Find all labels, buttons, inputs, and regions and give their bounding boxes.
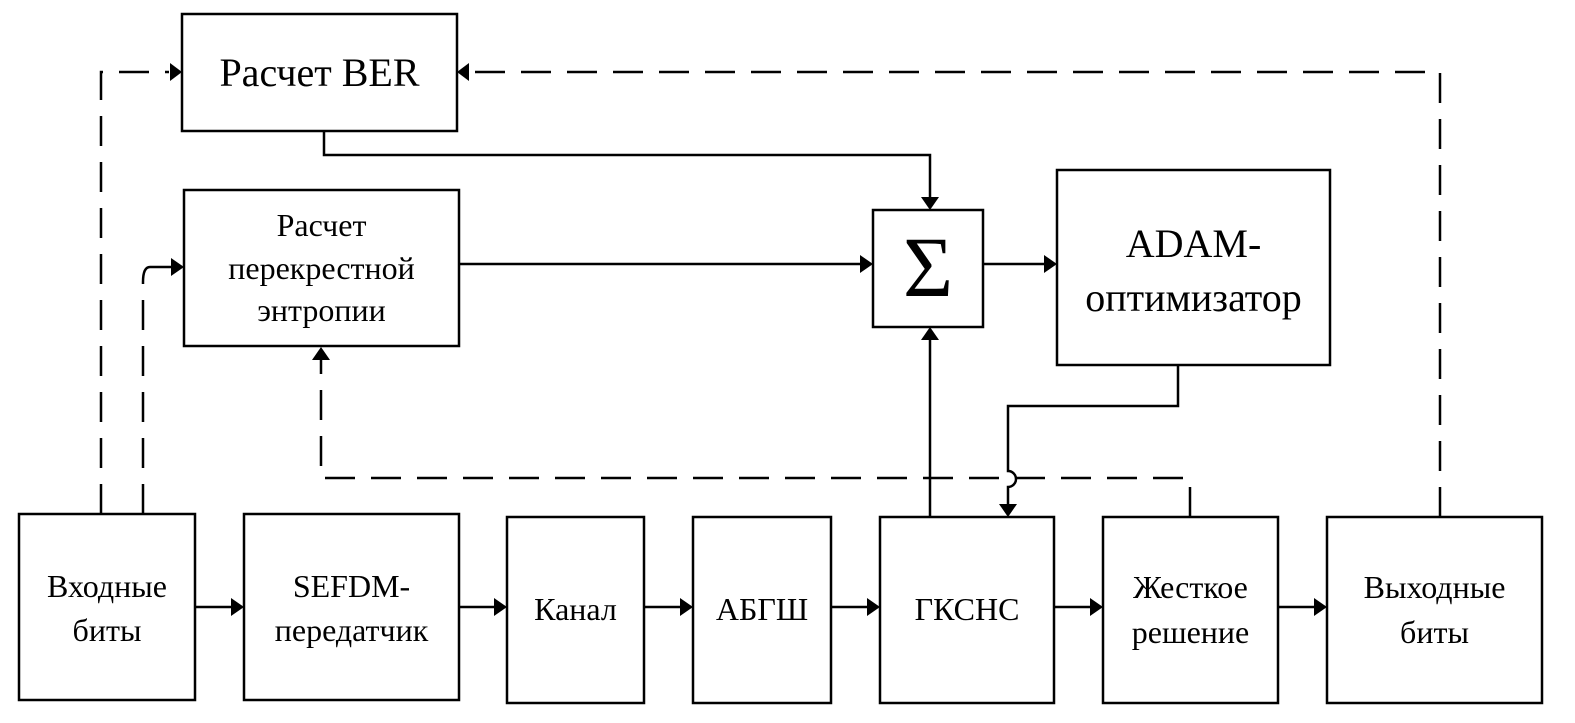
ber-block-label: Расчет BER xyxy=(219,50,419,95)
gksns-to-sum-arrowhead xyxy=(921,327,939,340)
adam-block-label-line-1: ADAM- xyxy=(1126,221,1262,266)
awgn-to-gksns-arrowhead xyxy=(867,598,880,616)
ber-block: Расчет BER xyxy=(180,12,459,133)
hard-decision-block: Жесткое решение xyxy=(1101,515,1280,705)
adam-optimizer-block: ADAM- оптимизатор xyxy=(1055,168,1332,367)
hard-to-ce-arrowhead xyxy=(312,347,330,360)
output-bits-block: Выходные биты xyxy=(1325,515,1544,705)
sum-to-adam-arrowhead xyxy=(1044,255,1057,273)
ce-to-sum-arrowhead xyxy=(860,255,873,273)
input-to-ce-dashed-corner xyxy=(141,265,151,283)
dashed-connections xyxy=(99,63,1442,517)
adam-to-gksns-line xyxy=(1006,365,1180,504)
input-to-ber-dashed-line xyxy=(99,70,169,514)
ber-to-sum-arrowhead xyxy=(921,197,939,210)
input-block-label-line-1: Входные xyxy=(47,568,167,604)
channel-block-label: Канал xyxy=(534,591,617,627)
input-block-label-line-2: биты xyxy=(73,612,142,648)
hard-to-output-arrowhead xyxy=(1314,598,1327,616)
summator-sigma-label: Σ xyxy=(903,219,953,315)
input-to-ce-arrowhead xyxy=(171,258,184,276)
adam-to-gksns-arrowhead xyxy=(999,504,1017,517)
gksns-block-label: ГКСНС xyxy=(915,591,1020,627)
sefdm-block-label-line-2: передатчик xyxy=(275,612,429,648)
input-to-ber-arrowhead xyxy=(170,63,182,81)
channel-block: Канал xyxy=(505,515,646,705)
summator-block: Σ xyxy=(871,208,985,329)
hard-to-ce-dashed-line xyxy=(319,360,1192,517)
hard-block-label-line-1: Жесткое xyxy=(1133,569,1248,605)
output-block-label-line-2: биты xyxy=(1400,614,1469,650)
ce-block-label-line-3: энтропии xyxy=(257,292,386,328)
output-to-ber-dashed-line xyxy=(470,70,1442,517)
output-block-label-line-1: Выходные xyxy=(1364,569,1506,605)
gksns-to-hard-arrowhead xyxy=(1090,598,1103,616)
cross-entropy-block: Расчет перекрестной энтропии xyxy=(182,188,461,348)
hard-block-label-line-2: решение xyxy=(1132,614,1250,650)
sefdm-transmitter-block: SEFDM- передатчик xyxy=(242,512,461,702)
awgn-block: АБГШ xyxy=(691,515,833,705)
channel-to-awgn-arrowhead xyxy=(680,598,693,616)
input-bits-block: Входные биты xyxy=(17,512,197,702)
ce-block-label-line-1: Расчет xyxy=(277,207,367,243)
output-to-ber-arrowhead xyxy=(457,63,469,81)
input-to-sefdm-arrowhead xyxy=(231,598,244,616)
input-to-ce-dashed-line xyxy=(141,265,171,514)
gksns-block: ГКСНС xyxy=(878,515,1056,705)
sefdm-to-channel-arrowhead xyxy=(494,598,507,616)
awgn-block-label: АБГШ xyxy=(716,591,808,627)
adam-block-label-line-2: оптимизатор xyxy=(1085,275,1301,320)
ce-block-label-line-2: перекрестной xyxy=(228,250,415,286)
sefdm-block-label-line-1: SEFDM- xyxy=(293,568,410,604)
ber-to-sum-line xyxy=(322,131,932,197)
